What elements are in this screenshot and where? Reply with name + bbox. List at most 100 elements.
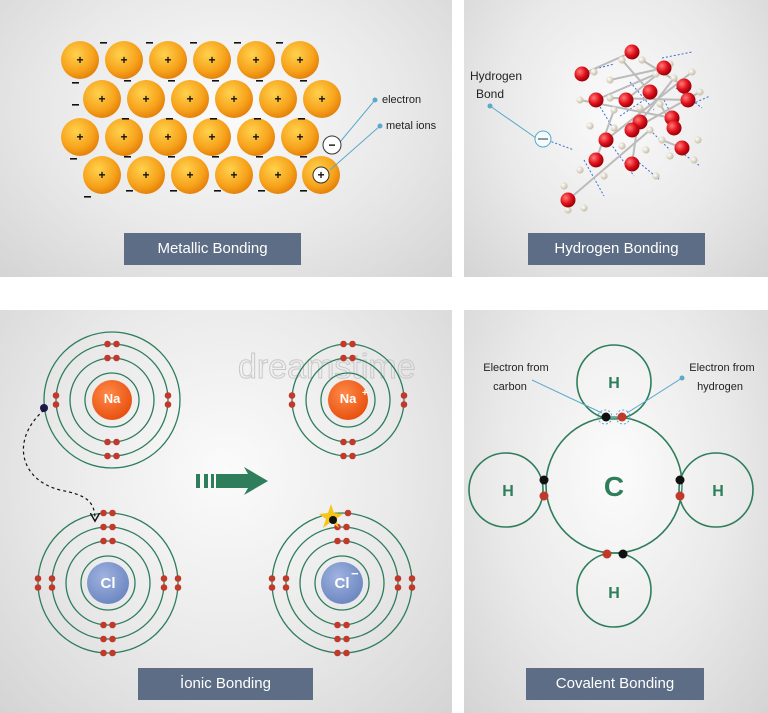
electron xyxy=(160,584,168,591)
hydrogen-atom xyxy=(658,136,666,144)
hydrogen-top-shell xyxy=(576,344,652,420)
hydrogen-atom xyxy=(642,146,650,154)
electron xyxy=(340,340,347,348)
electron xyxy=(344,509,352,517)
free-electron xyxy=(72,82,79,84)
ion-plus-sign: + xyxy=(230,168,237,182)
free-electron xyxy=(70,158,77,160)
electron-shell xyxy=(285,526,399,640)
hydrogen-atom xyxy=(600,172,608,180)
oxygen-atom xyxy=(624,122,640,138)
ion-plus-sign: + xyxy=(318,92,325,106)
electron xyxy=(340,354,347,362)
electron xyxy=(349,438,356,446)
electron xyxy=(52,401,60,408)
free-electron xyxy=(124,156,131,158)
metal-ion-lattice: ++++++++++++++++++++++++ xyxy=(61,41,341,194)
electron xyxy=(109,649,116,657)
hydrogen-atom xyxy=(670,74,678,82)
hydrogen-atom xyxy=(636,104,644,112)
hydrogen-atom xyxy=(618,142,626,150)
ion-plus-sign: + xyxy=(142,92,149,106)
free-electron xyxy=(84,196,91,198)
ion-plus-sign: + xyxy=(120,130,127,144)
hydrogen-atom xyxy=(638,56,646,64)
electron xyxy=(113,438,120,446)
hydrogen-atom xyxy=(652,172,660,180)
oxygen-atom xyxy=(598,132,614,148)
ion-plus-sign: + xyxy=(186,92,193,106)
electron xyxy=(343,649,350,657)
na-ion-charge: + xyxy=(362,388,368,399)
metal-ion-callout-icon xyxy=(312,166,330,184)
metal-ion xyxy=(105,118,143,156)
hydrogen-atom xyxy=(610,124,618,132)
electron-callout-icon xyxy=(322,135,342,155)
free-electron xyxy=(190,42,197,44)
oh-stick xyxy=(567,129,651,201)
electron xyxy=(288,392,296,399)
hydrogen-diagram: Hydrogen Bond xyxy=(470,44,711,214)
hydrogen-top-label: H xyxy=(608,375,620,392)
hydrogen-atom xyxy=(586,122,594,130)
oxygen-atom xyxy=(618,92,634,108)
ion-plus-sign: + xyxy=(186,168,193,182)
hydrogen-atom xyxy=(688,68,696,76)
metal-ion xyxy=(237,41,275,79)
metal-ion xyxy=(171,80,209,118)
electron xyxy=(109,635,116,643)
free-electron xyxy=(256,80,263,82)
free-electron xyxy=(300,156,307,158)
hydrogen-left-shell xyxy=(468,452,544,528)
electron xyxy=(288,401,296,408)
metal-ions-label: metal ions xyxy=(386,120,437,132)
electron xyxy=(104,340,111,348)
free-electron xyxy=(100,42,107,44)
electron xyxy=(334,537,341,545)
oxygen-atom xyxy=(624,44,640,60)
free-electron xyxy=(126,190,133,192)
ion-plus-sign: + xyxy=(252,53,259,67)
hydrogen-bond xyxy=(635,159,661,181)
electron-shell xyxy=(43,331,181,469)
electron-sign: − xyxy=(328,138,335,152)
ionic-bonding-title: İonic Bonding xyxy=(138,668,313,700)
na-ion-label: Na xyxy=(340,391,357,406)
oxygen-atom xyxy=(588,92,604,108)
free-electron xyxy=(168,80,175,82)
cl-ion-charge: − xyxy=(351,566,359,581)
free-electrons xyxy=(70,42,307,198)
electron xyxy=(52,392,60,399)
electron xyxy=(109,537,116,545)
ionic-diagram: dreamstime Na Na + Cl Cl − xyxy=(22,331,416,657)
free-electron xyxy=(170,190,177,192)
carbon-callout-2: carbon xyxy=(493,381,527,393)
electron xyxy=(100,509,107,517)
electron xyxy=(334,649,341,657)
electron xyxy=(400,392,408,399)
metal-ion xyxy=(193,118,231,156)
ion-plus-sign: + xyxy=(296,130,303,144)
hydrogen-bottom-label: H xyxy=(608,585,620,602)
carbon-label: C xyxy=(604,471,624,502)
free-electron xyxy=(168,156,175,158)
hydrogen-atom xyxy=(564,206,572,214)
oxygen-atom xyxy=(624,156,640,172)
metal-ion xyxy=(61,118,99,156)
metal-ion xyxy=(171,156,209,194)
carbon-electron xyxy=(601,412,611,422)
ion-plus-sign: + xyxy=(120,53,127,67)
ion-plus-sign: + xyxy=(98,168,105,182)
hydrogen-bond xyxy=(663,99,679,129)
metal-ion xyxy=(149,118,187,156)
electron xyxy=(349,354,356,362)
electron-shell xyxy=(271,512,413,654)
ion-plus-sign: + xyxy=(98,92,105,106)
reaction-arrow xyxy=(196,467,268,495)
covalent-bonding-title: Covalent Bonding xyxy=(526,668,704,700)
cl-ion-nucleus xyxy=(321,562,363,604)
electron xyxy=(400,401,408,408)
hydrogen-atom xyxy=(610,106,618,114)
oxygen-atoms xyxy=(560,44,696,208)
oxygen-atom xyxy=(560,192,576,208)
